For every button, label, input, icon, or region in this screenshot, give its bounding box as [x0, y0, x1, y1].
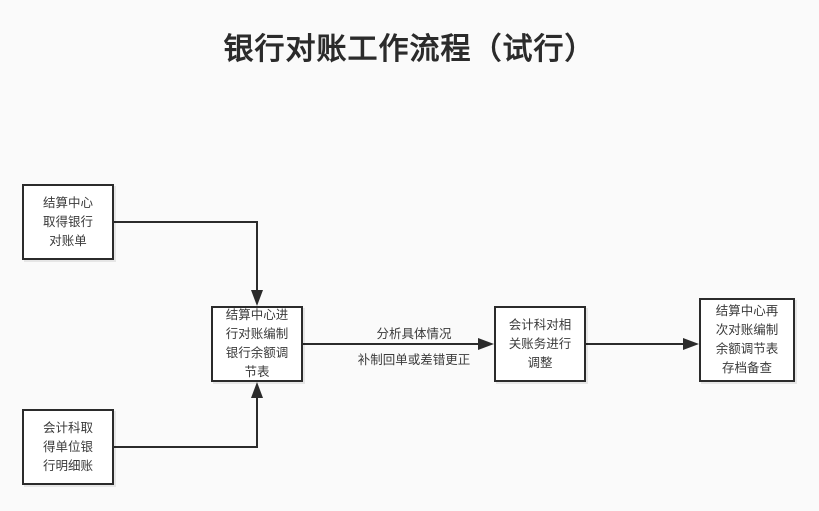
connector-adjust-to-archive: [586, 338, 699, 350]
node-archive-label: 结算中心再 次对账编制 余额调节表 存档备查: [715, 304, 779, 375]
node-bank-statement-label: 结算中心 取得银行 对账单: [42, 195, 93, 248]
edge-label-analyze: 分析具体情况: [376, 327, 452, 341]
connector-bank-statement-to-reconcile: [114, 221, 263, 306]
node-archive[interactable]: 结算中心再 次对账编制 余额调节表 存档备查: [699, 298, 795, 382]
node-bank-statement[interactable]: 结算中心 取得银行 对账单: [22, 184, 114, 260]
edge-label-correct: 补制回单或差错更正: [357, 353, 471, 367]
node-reconcile-table[interactable]: 结算中心进 行对账编制 银行余额调 节表: [211, 306, 303, 382]
node-ledger-detail-label: 会计科取 得单位银 行明细账: [42, 420, 93, 473]
node-ledger-detail[interactable]: 会计科取 得单位银 行明细账: [22, 409, 114, 485]
connector-ledger-detail-to-reconcile: [114, 382, 263, 448]
node-adjust-accounts[interactable]: 会计科对相 关账务进行 调整: [494, 306, 586, 382]
node-adjust-accounts-label: 会计科对相 关账务进行 调整: [508, 317, 572, 370]
page-title: 银行对账工作流程（试行）: [223, 33, 596, 66]
node-reconcile-table-label: 结算中心进 行对账编制 银行余额调 节表: [225, 308, 289, 379]
